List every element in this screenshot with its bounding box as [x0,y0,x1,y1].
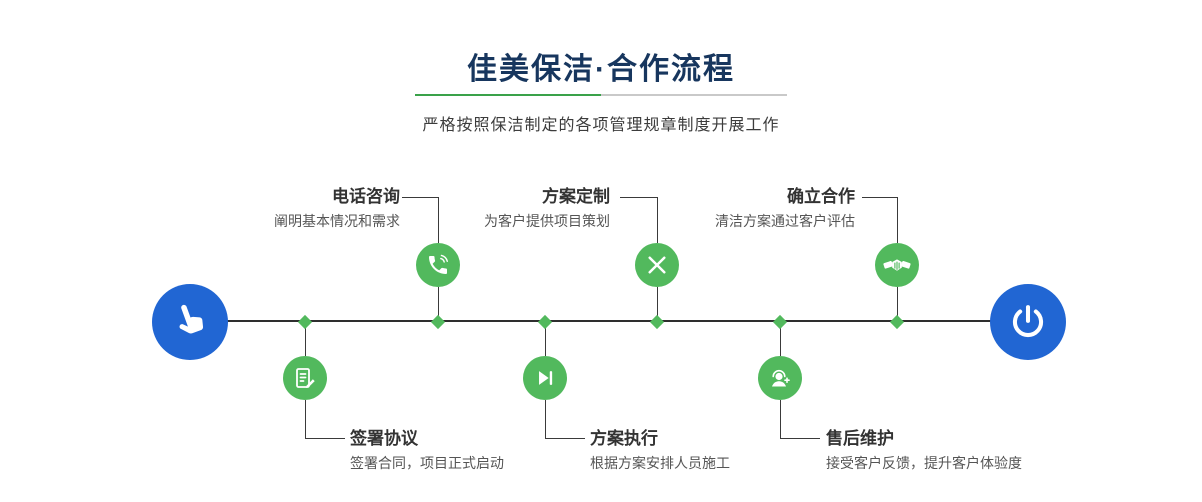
connector-line [897,197,898,243]
connector-line [305,400,306,438]
connector-line [438,287,439,321]
end-node [990,284,1066,360]
step-label-service: 售后维护 接受客户反馈，提升客户体验度 [826,428,1061,472]
timeline-line [190,320,1028,322]
step-label-cooperation: 确立合作 清洁方案通过客户评估 [645,186,855,230]
step-label-phone: 电话咨询 阐明基本情况和需求 [190,186,400,230]
connector-line [657,197,658,243]
step-node-contract [283,356,327,400]
service-icon [772,369,790,387]
step-desc: 签署合同，项目正式启动 [350,455,504,471]
step-label-execute: 方案执行 根据方案安排人员施工 [590,428,825,472]
connector-line [620,197,657,198]
connector-line [545,400,546,438]
connector-line [545,438,585,439]
step-node-handshake [875,243,919,287]
step-desc: 阐明基本情况和需求 [274,213,400,229]
handshake-icon [883,259,911,271]
page-subtitle: 严格按照保洁制定的各项管理规章制度开展工作 [422,117,780,134]
step-desc: 清洁方案通过客户评估 [715,213,855,229]
design-icon [648,256,666,274]
timeline-marker [430,314,446,330]
execute-icon [539,371,553,385]
divider-green-segment [415,94,601,96]
connector-line [657,287,658,321]
step-node-design [635,243,679,287]
timeline-marker [649,314,665,330]
title-divider [415,94,787,96]
connector-line [305,438,345,439]
step-desc: 为客户提供项目策划 [484,213,610,229]
connector-line [897,287,898,321]
phone-icon [429,254,448,274]
connector-line [402,197,438,198]
power-icon [1012,305,1044,338]
start-node [152,284,228,360]
connector-line [862,197,897,198]
timeline-marker [889,314,905,330]
step-node-service [758,356,802,400]
step-label-design: 方案定制 为客户提供项目策划 [400,186,610,230]
contract-icon [296,368,315,388]
hand-pointer-icon [179,304,204,334]
connector-line [305,322,306,356]
step-label-contract: 签署协议 签署合同，项目正式启动 [350,428,585,472]
step-node-execute [523,356,567,400]
timeline-marker [537,314,553,330]
step-title: 签署协议 [350,429,418,448]
timeline-marker [772,314,788,330]
connector-line [780,400,781,438]
step-title: 方案执行 [590,429,658,448]
connector-line [545,322,546,356]
step-desc: 根据方案安排人员施工 [590,455,730,471]
timeline-marker [297,314,313,330]
page-title: 佳美保洁·合作流程 [467,53,735,86]
step-title: 售后维护 [826,429,894,448]
connector-line [438,197,439,243]
connector-line [780,322,781,356]
step-title: 电话咨询 [332,187,400,206]
step-title: 方案定制 [542,187,610,206]
step-desc: 接受客户反馈，提升客户体验度 [826,455,1022,471]
connector-line [780,438,820,439]
divider-gray-segment [601,94,787,96]
step-title: 确立合作 [787,187,855,206]
step-node-phone [416,243,460,287]
